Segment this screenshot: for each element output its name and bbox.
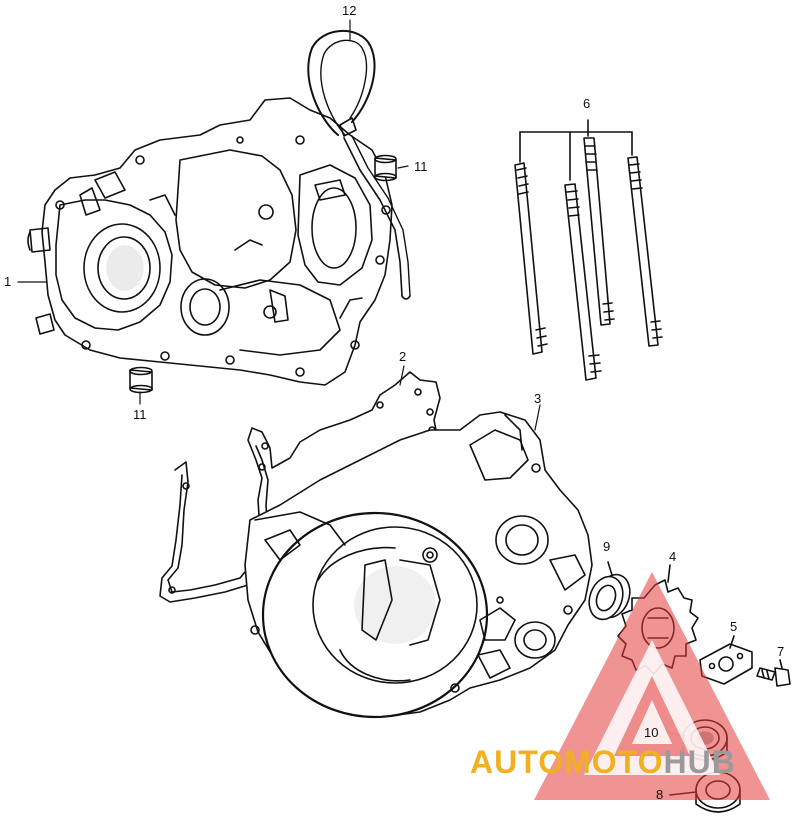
leader-lines bbox=[17, 19, 541, 431]
cylinder-studs bbox=[514, 119, 663, 381]
crankcase-left-half bbox=[27, 97, 393, 386]
watermark-text-part1: AUTOMOTO bbox=[470, 744, 664, 780]
callout-11-upper: 11 bbox=[414, 159, 428, 174]
dowel-pin-lower bbox=[129, 366, 153, 394]
callout-2: 2 bbox=[399, 349, 407, 364]
breather-tube bbox=[307, 29, 411, 300]
watermark-text-part2: HUB bbox=[663, 744, 736, 780]
callout-4: 4 bbox=[669, 549, 677, 564]
watermark-logo bbox=[534, 572, 770, 800]
callout-3: 3 bbox=[534, 391, 542, 406]
watermark-text: AUTOMOTOHUB bbox=[470, 744, 736, 781]
sprocket-lock-plate bbox=[699, 635, 753, 685]
callout-1: 1 bbox=[4, 274, 12, 289]
callout-5: 5 bbox=[730, 619, 738, 634]
oil-seal-part-9 bbox=[588, 561, 631, 621]
callout-7: 7 bbox=[777, 644, 785, 659]
crankcase-right-half bbox=[244, 411, 593, 719]
dowel-pin-upper bbox=[374, 154, 397, 182]
callout-6: 6 bbox=[583, 96, 591, 111]
bolt bbox=[756, 659, 791, 687]
callout-9: 9 bbox=[603, 539, 611, 554]
crankcase-gasket bbox=[159, 371, 443, 603]
callout-12: 12 bbox=[342, 3, 357, 18]
callout-8: 8 bbox=[656, 787, 664, 802]
callout-10: 10 bbox=[644, 725, 659, 740]
callout-11-lower: 11 bbox=[133, 407, 147, 422]
